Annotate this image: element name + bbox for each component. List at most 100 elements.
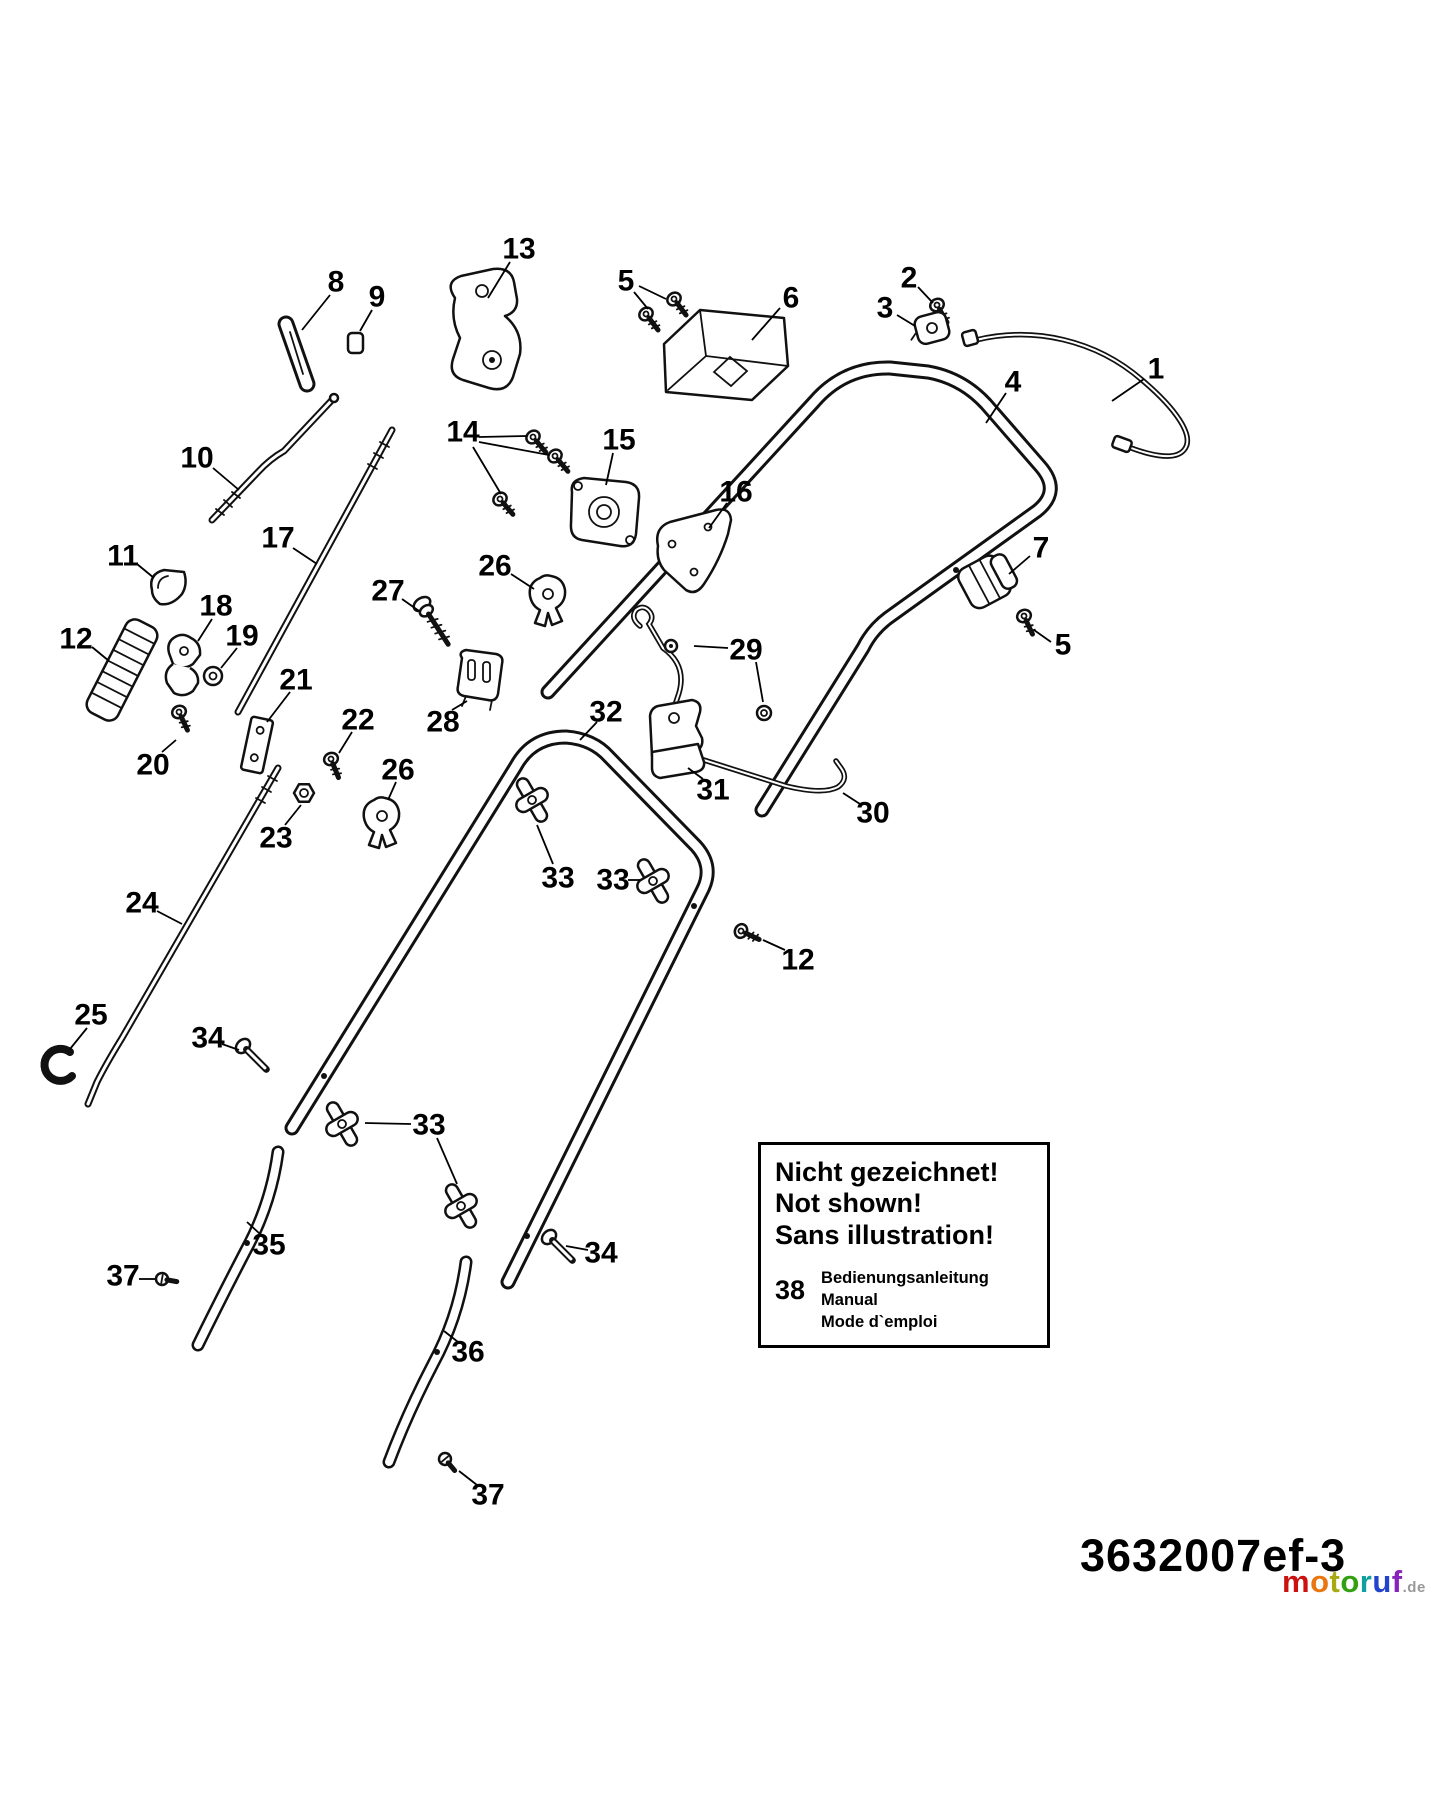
leader-line-29 — [693, 645, 729, 649]
part-label-32: 32 — [589, 696, 622, 729]
part-5-screw-right — [1015, 608, 1039, 637]
part-label-12: 12 — [781, 944, 814, 977]
logo-letter: o — [1310, 1564, 1330, 1599]
item-38-desc-fr: Mode d`emploi — [821, 1313, 938, 1332]
part-label-6: 6 — [783, 282, 800, 315]
leader-line-26 — [387, 781, 397, 801]
leader-line-36 — [443, 1330, 459, 1343]
part-label-8: 8 — [328, 266, 345, 299]
part-label-36: 36 — [451, 1336, 484, 1369]
part-26-clip-upper — [528, 574, 567, 628]
part-20-screw — [170, 704, 194, 733]
part-label-25: 25 — [74, 999, 107, 1032]
leader-line-13 — [487, 261, 511, 299]
part-6-switch-housing — [662, 308, 790, 402]
leader-line-5 — [633, 291, 649, 310]
part-label-13: 13 — [502, 233, 535, 266]
part-label-16: 16 — [719, 476, 752, 509]
leader-line-14 — [478, 435, 528, 438]
leader-line-21 — [266, 691, 291, 723]
part-11-clip — [150, 568, 187, 606]
leader-line-30 — [842, 792, 861, 805]
leader-line-2 — [917, 286, 934, 304]
part-label-10: 10 — [180, 442, 213, 475]
part-label-14: 14 — [446, 416, 480, 449]
part-label-35: 35 — [252, 1229, 285, 1262]
part-7-clamp — [956, 553, 1019, 610]
part-12-grip — [85, 618, 159, 722]
leader-line-27 — [401, 598, 420, 612]
part-label-30: 30 — [856, 797, 889, 830]
part-label-9: 9 — [369, 281, 386, 314]
part-label-26: 26 — [381, 754, 414, 787]
leader-line-14 — [472, 446, 502, 495]
not-shown-line-fr: Sans illustration! — [775, 1219, 995, 1250]
leader-line-11 — [136, 563, 155, 579]
leader-line-24 — [156, 910, 183, 925]
part-1-cable — [960, 328, 1191, 459]
part-21-plate — [239, 715, 275, 775]
part-label-27: 27 — [371, 575, 404, 608]
part-17-rod — [234, 426, 396, 716]
item-38-number: 38 — [775, 1274, 806, 1305]
leader-line-12 — [762, 939, 786, 951]
leader-line-33 — [436, 1137, 458, 1185]
part-25-c-clip — [40, 1044, 76, 1085]
part-label-22: 22 — [341, 704, 374, 737]
part-label-12: 12 — [59, 623, 92, 656]
part-14-screws — [491, 428, 573, 519]
leader-line-10 — [212, 467, 240, 491]
part-30-wire — [631, 604, 848, 794]
leader-line-29 — [755, 661, 764, 703]
part-label-34: 34 — [191, 1022, 225, 1055]
leader-line-16 — [708, 502, 728, 529]
leader-line-5 — [638, 285, 667, 300]
item-38-desc-en: Manual — [821, 1291, 878, 1310]
item-38-descriptions: Bedienungsanleitung Manual Mode d`emploi — [821, 1267, 989, 1334]
part-29-rings — [663, 638, 773, 722]
leader-line-34 — [221, 1043, 240, 1051]
part-label-5: 5 — [618, 265, 635, 298]
logo-letter: o — [1340, 1564, 1360, 1599]
logo-letter: t — [1329, 1564, 1341, 1599]
part-15-bracket — [569, 476, 641, 548]
part-35-lower-tube — [191, 1145, 285, 1352]
leader-line-35 — [246, 1221, 261, 1235]
leader-line-14 — [478, 441, 550, 456]
part-9-bushing — [346, 331, 365, 355]
leader-line-3 — [896, 314, 916, 327]
part-label-18: 18 — [199, 590, 232, 623]
leader-line-12 — [91, 646, 110, 662]
part-18-clamp — [164, 633, 202, 697]
part-19-ring — [202, 665, 224, 687]
leader-line-9 — [359, 309, 373, 332]
part-23-nut — [292, 783, 316, 803]
part-label-3: 3 — [877, 292, 894, 325]
leader-line-17 — [292, 547, 318, 565]
not-shown-line-de: Nicht gezeichnet! — [775, 1157, 999, 1187]
leader-line-37 — [458, 1470, 478, 1486]
leader-line-6 — [751, 307, 781, 341]
leader-line-20 — [161, 739, 177, 753]
part-label-26: 26 — [478, 550, 511, 583]
part-label-37: 37 — [471, 1479, 504, 1512]
part-label-34: 34 — [584, 1237, 618, 1270]
logo-letter: m — [1282, 1564, 1311, 1599]
leader-line-25 — [69, 1027, 88, 1050]
diagram-part-number: 3632007ef-3 — [1080, 1530, 1347, 1581]
not-shown-line-en: Not shown! — [775, 1188, 922, 1219]
part-31-lever — [648, 698, 706, 780]
part-label-28: 28 — [426, 706, 459, 739]
leader-line-15 — [605, 452, 614, 486]
leader-line-18 — [197, 618, 213, 642]
item-38-desc-de: Bedienungsanleitung — [821, 1268, 989, 1287]
part-label-17: 17 — [261, 522, 294, 555]
part-26-clip-lower — [362, 796, 401, 850]
not-shown-item-row: 38 Bedienungsanleitung Manual Mode d`emp… — [775, 1267, 1033, 1334]
part-10-rod — [208, 392, 340, 524]
part-label-15: 15 — [602, 424, 635, 457]
part-label-31: 31 — [696, 774, 729, 807]
leader-line-22 — [338, 731, 353, 754]
